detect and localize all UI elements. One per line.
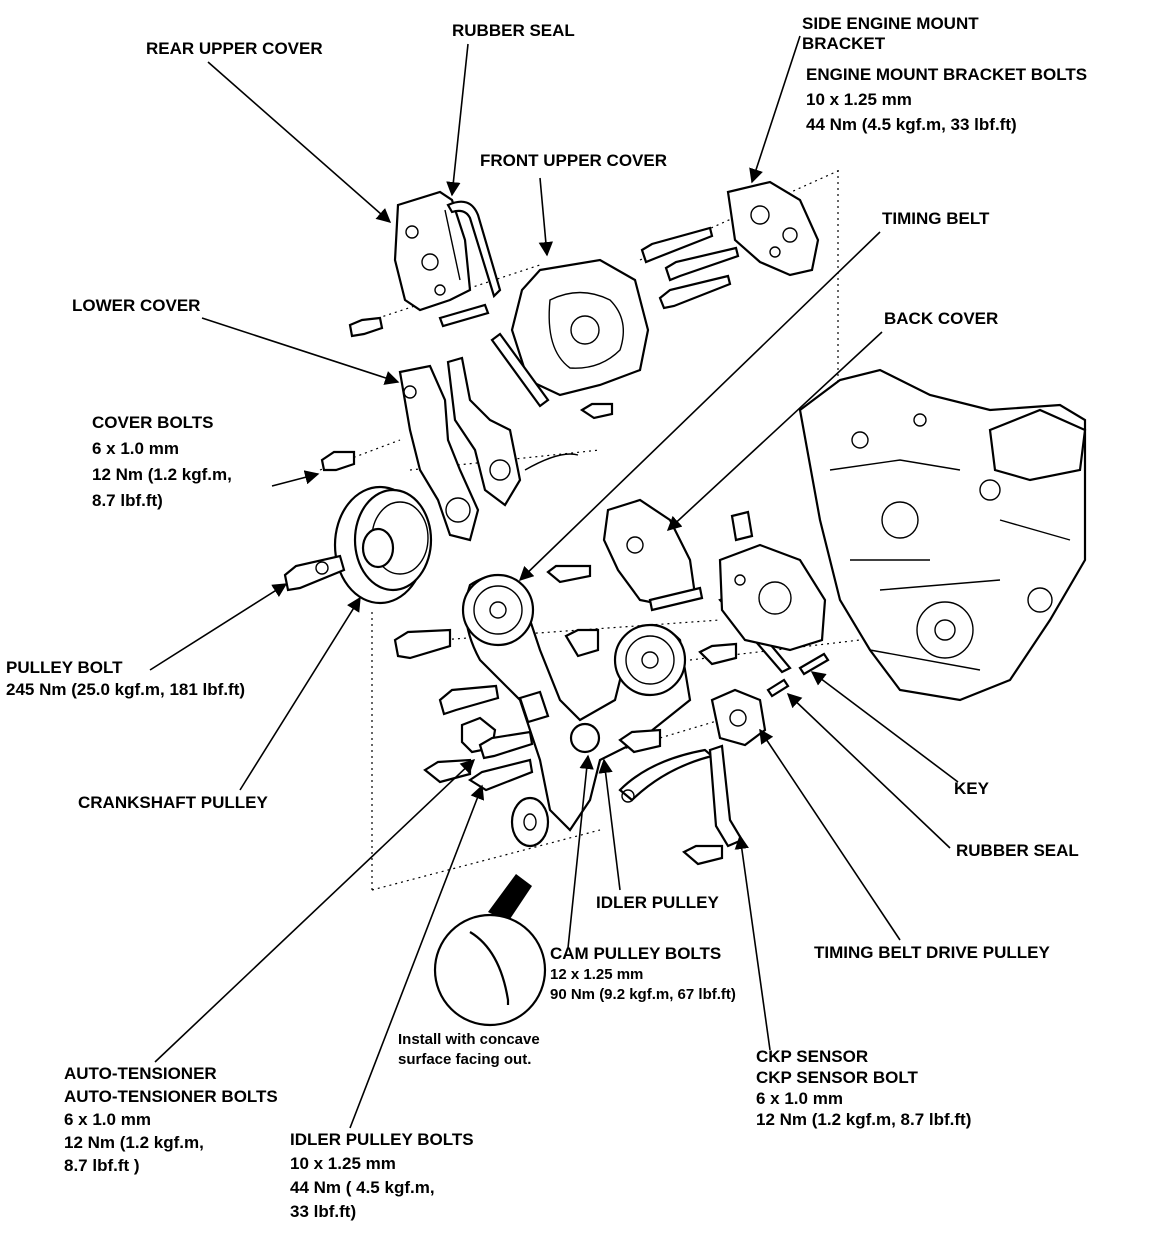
label-rubber-seal-top: RUBBER SEAL [452,21,575,40]
back-cover-part [602,498,704,612]
label-front-upper-cover: FRONT UPPER COVER [480,151,668,170]
label-idler-bolts-line2: 10 x 1.25 mm [290,1154,396,1173]
label-side-mount-line1: SIDE ENGINE MOUNT [802,14,979,33]
label-ckp-line4: 12 Nm (1.2 kgf.m, 8.7 lbf.ft) [756,1110,972,1129]
label-rear-upper-cover: REAR UPPER COVER [146,39,323,58]
label-ckp-line2: CKP SENSOR BOLT [756,1068,918,1087]
front-upper-cover-part [490,258,650,408]
drive-pulley-part [710,688,767,747]
mount-bolts-part [640,226,740,310]
label-idler-bolts-line1: IDLER PULLEY BOLTS [290,1130,474,1149]
ckp-sensor-part [618,744,744,866]
label-cam-bolts-line2: 12 x 1.25 mm [550,966,644,983]
label-mount-bolts-line2: 10 x 1.25 mm [806,90,912,109]
label-pulley-bolt-line1: PULLEY BOLT [6,658,123,677]
washer-inset-part [433,874,547,1027]
label-mount-bolts-line3: 44 Nm (4.5 kgf.m, 33 lbf.ft) [806,115,1017,134]
rubber-seal-part [438,200,502,328]
label-install-note-line2: surface facing out. [398,1051,532,1068]
label-ckp-line3: 6 x 1.0 mm [756,1089,843,1108]
label-idler-pulley: IDLER PULLEY [596,893,719,912]
label-cover-bolts-line4: 8.7 lbf.ft) [92,491,163,510]
engine-block-part [798,368,1087,702]
label-auto-line2: AUTO-TENSIONER BOLTS [64,1087,278,1106]
oil-pump-part [718,543,827,652]
label-install-note-line1: Install with concave [398,1031,540,1048]
pulley-bolt-part [283,554,346,592]
label-engine-mount-bolts: ENGINE MOUNT BRACKET BOLTS 10 x 1.25 mm … [806,62,1087,137]
label-cover-bolts: COVER BOLTS 6 x 1.0 mm 12 Nm (1.2 kgf.m,… [92,410,232,514]
engine-mount-bracket-part [726,180,820,277]
label-cover-bolts-line1: COVER BOLTS [92,413,214,432]
lower-cover-part [398,356,579,542]
label-cam-bolts-line1: CAM PULLEY BOLTS [550,944,722,963]
label-pulley-bolt: PULLEY BOLT 245 Nm (25.0 kgf.m, 181 lbf.… [6,657,245,701]
cam-pulley-bolts-part [393,564,738,666]
label-key: KEY [954,779,989,798]
label-ckp-line1: CKP SENSOR [756,1047,869,1066]
label-auto-line3: 6 x 1.0 mm [64,1110,151,1129]
label-mount-bolts-line1: ENGINE MOUNT BRACKET BOLTS [806,65,1088,84]
small-bolts-part [320,316,614,472]
label-ckp-sensor: CKP SENSOR CKP SENSOR BOLT 6 x 1.0 mm 12… [756,1046,971,1130]
label-install-note: Install with concave surface facing out. [398,1030,540,1070]
timing-belt-part [461,573,692,832]
label-auto-line1: AUTO-TENSIONER [64,1064,217,1083]
rear-upper-cover-part [393,190,472,312]
label-cam-pulley-bolts: CAM PULLEY BOLTS 12 x 1.25 mm 90 Nm (9.2… [550,943,736,1005]
label-idler-bolts-line3: 44 Nm ( 4.5 kgf.m, [290,1178,435,1197]
label-cam-bolts-line3: 90 Nm (9.2 kgf.m, 67 lbf.ft) [550,986,736,1003]
label-pulley-bolt-line2: 245 Nm (25.0 kgf.m, 181 lbf.ft) [6,680,246,699]
label-lower-cover: LOWER COVER [72,296,201,315]
label-cover-bolts-line2: 6 x 1.0 mm [92,439,179,458]
leader-lines [149,35,959,1129]
label-auto-line4: 12 Nm (1.2 kgf.m, [64,1133,204,1152]
label-idler-bolts-line4: 33 lbf.ft) [290,1202,357,1221]
label-side-engine-mount-bracket: SIDE ENGINE MOUNT BRACKET [802,14,979,54]
label-side-mount-line2: BRACKET [802,34,886,53]
label-back-cover: BACK COVER [884,309,999,328]
label-timing-belt: TIMING BELT [882,209,990,228]
label-idler-pulley-bolts: IDLER PULLEY BOLTS 10 x 1.25 mm 44 Nm ( … [290,1128,474,1224]
crankshaft-pulley-part [333,485,433,605]
label-timing-belt-drive-pulley: TIMING BELT DRIVE PULLEY [814,943,1050,962]
label-auto-line5: 8.7 lbf.ft ) [64,1156,140,1175]
label-auto-tensioner: AUTO-TENSIONER AUTO-TENSIONER BOLTS 6 x … [64,1062,278,1177]
label-cover-bolts-line3: 12 Nm (1.2 kgf.m, [92,465,232,484]
label-rubber-seal-right: RUBBER SEAL [956,841,1079,860]
auto-tensioner-part [423,684,550,784]
label-crankshaft-pulley: CRANKSHAFT PULLEY [78,793,268,812]
